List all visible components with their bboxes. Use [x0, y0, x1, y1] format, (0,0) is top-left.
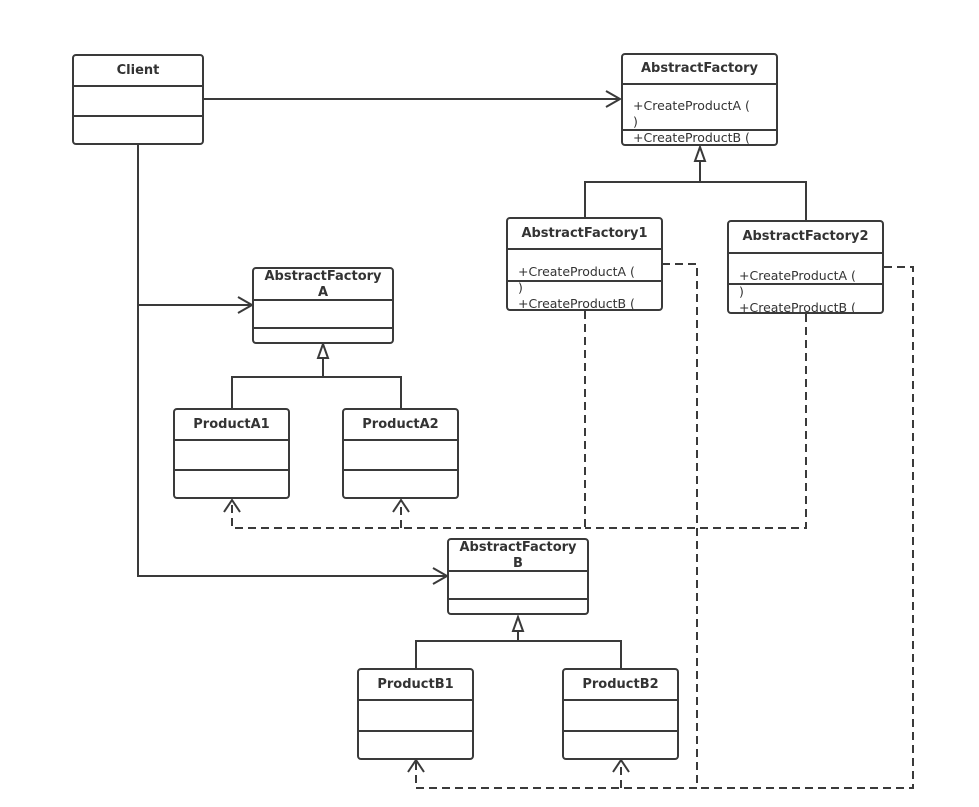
class-product-b2[interactable]: ProductB2	[562, 668, 679, 760]
class-product-b2-name: ProductB2	[582, 677, 659, 692]
association-client-product-a	[138, 296, 255, 314]
op-create-product-a: +CreateProductA ( )	[633, 98, 750, 129]
class-abstract-factory-name: AbstractFactory	[640, 61, 759, 76]
class-product-a2[interactable]: ProductA2	[342, 408, 459, 499]
generalization-factories	[584, 144, 807, 221]
class-abstract-factory[interactable]: AbstractFactory +CreateProductA ( ) +Cre…	[621, 53, 778, 146]
association-client-product-b	[138, 567, 450, 585]
class-abstract-factory2[interactable]: AbstractFactory2 +CreateProductA ( ) +Cr…	[727, 220, 884, 314]
class-product-a[interactable]: AbstractFactory A	[252, 267, 394, 344]
op-create-product-a: +CreateProductA ( )	[739, 268, 856, 299]
class-product-a2-name: ProductA2	[362, 417, 439, 432]
class-client[interactable]: Client	[72, 54, 204, 145]
dependency-product-b	[407, 263, 914, 789]
dependency-product-a	[223, 311, 807, 529]
class-abstract-factory2-name: AbstractFactory2	[742, 229, 869, 244]
generalization-product-a	[231, 341, 402, 409]
class-product-b1-name: ProductB1	[377, 677, 454, 692]
class-abstract-factory1-name: AbstractFactory1	[521, 226, 648, 241]
class-abstract-factory1[interactable]: AbstractFactory1 +CreateProductA ( ) +Cr…	[506, 217, 663, 311]
class-product-b[interactable]: AbstractFactory B	[447, 538, 589, 615]
class-client-name: Client	[116, 63, 160, 78]
class-product-b1[interactable]: ProductB1	[357, 668, 474, 760]
op-create-product-b: +CreateProductB ( )	[518, 296, 635, 311]
class-product-a-name: AbstractFactory A	[264, 269, 382, 300]
op-create-product-b: +CreateProductB ( )	[633, 130, 750, 145]
op-create-product-a: +CreateProductA ( )	[518, 264, 635, 295]
class-product-a1[interactable]: ProductA1	[173, 408, 290, 499]
class-product-a1-name: ProductA1	[193, 417, 270, 432]
class-product-b-name: AbstractFactory B	[459, 540, 577, 571]
op-create-product-b: +CreateProductB ( )	[739, 300, 856, 314]
association-client-abstractfactory	[204, 90, 623, 108]
generalization-product-b	[415, 614, 622, 669]
